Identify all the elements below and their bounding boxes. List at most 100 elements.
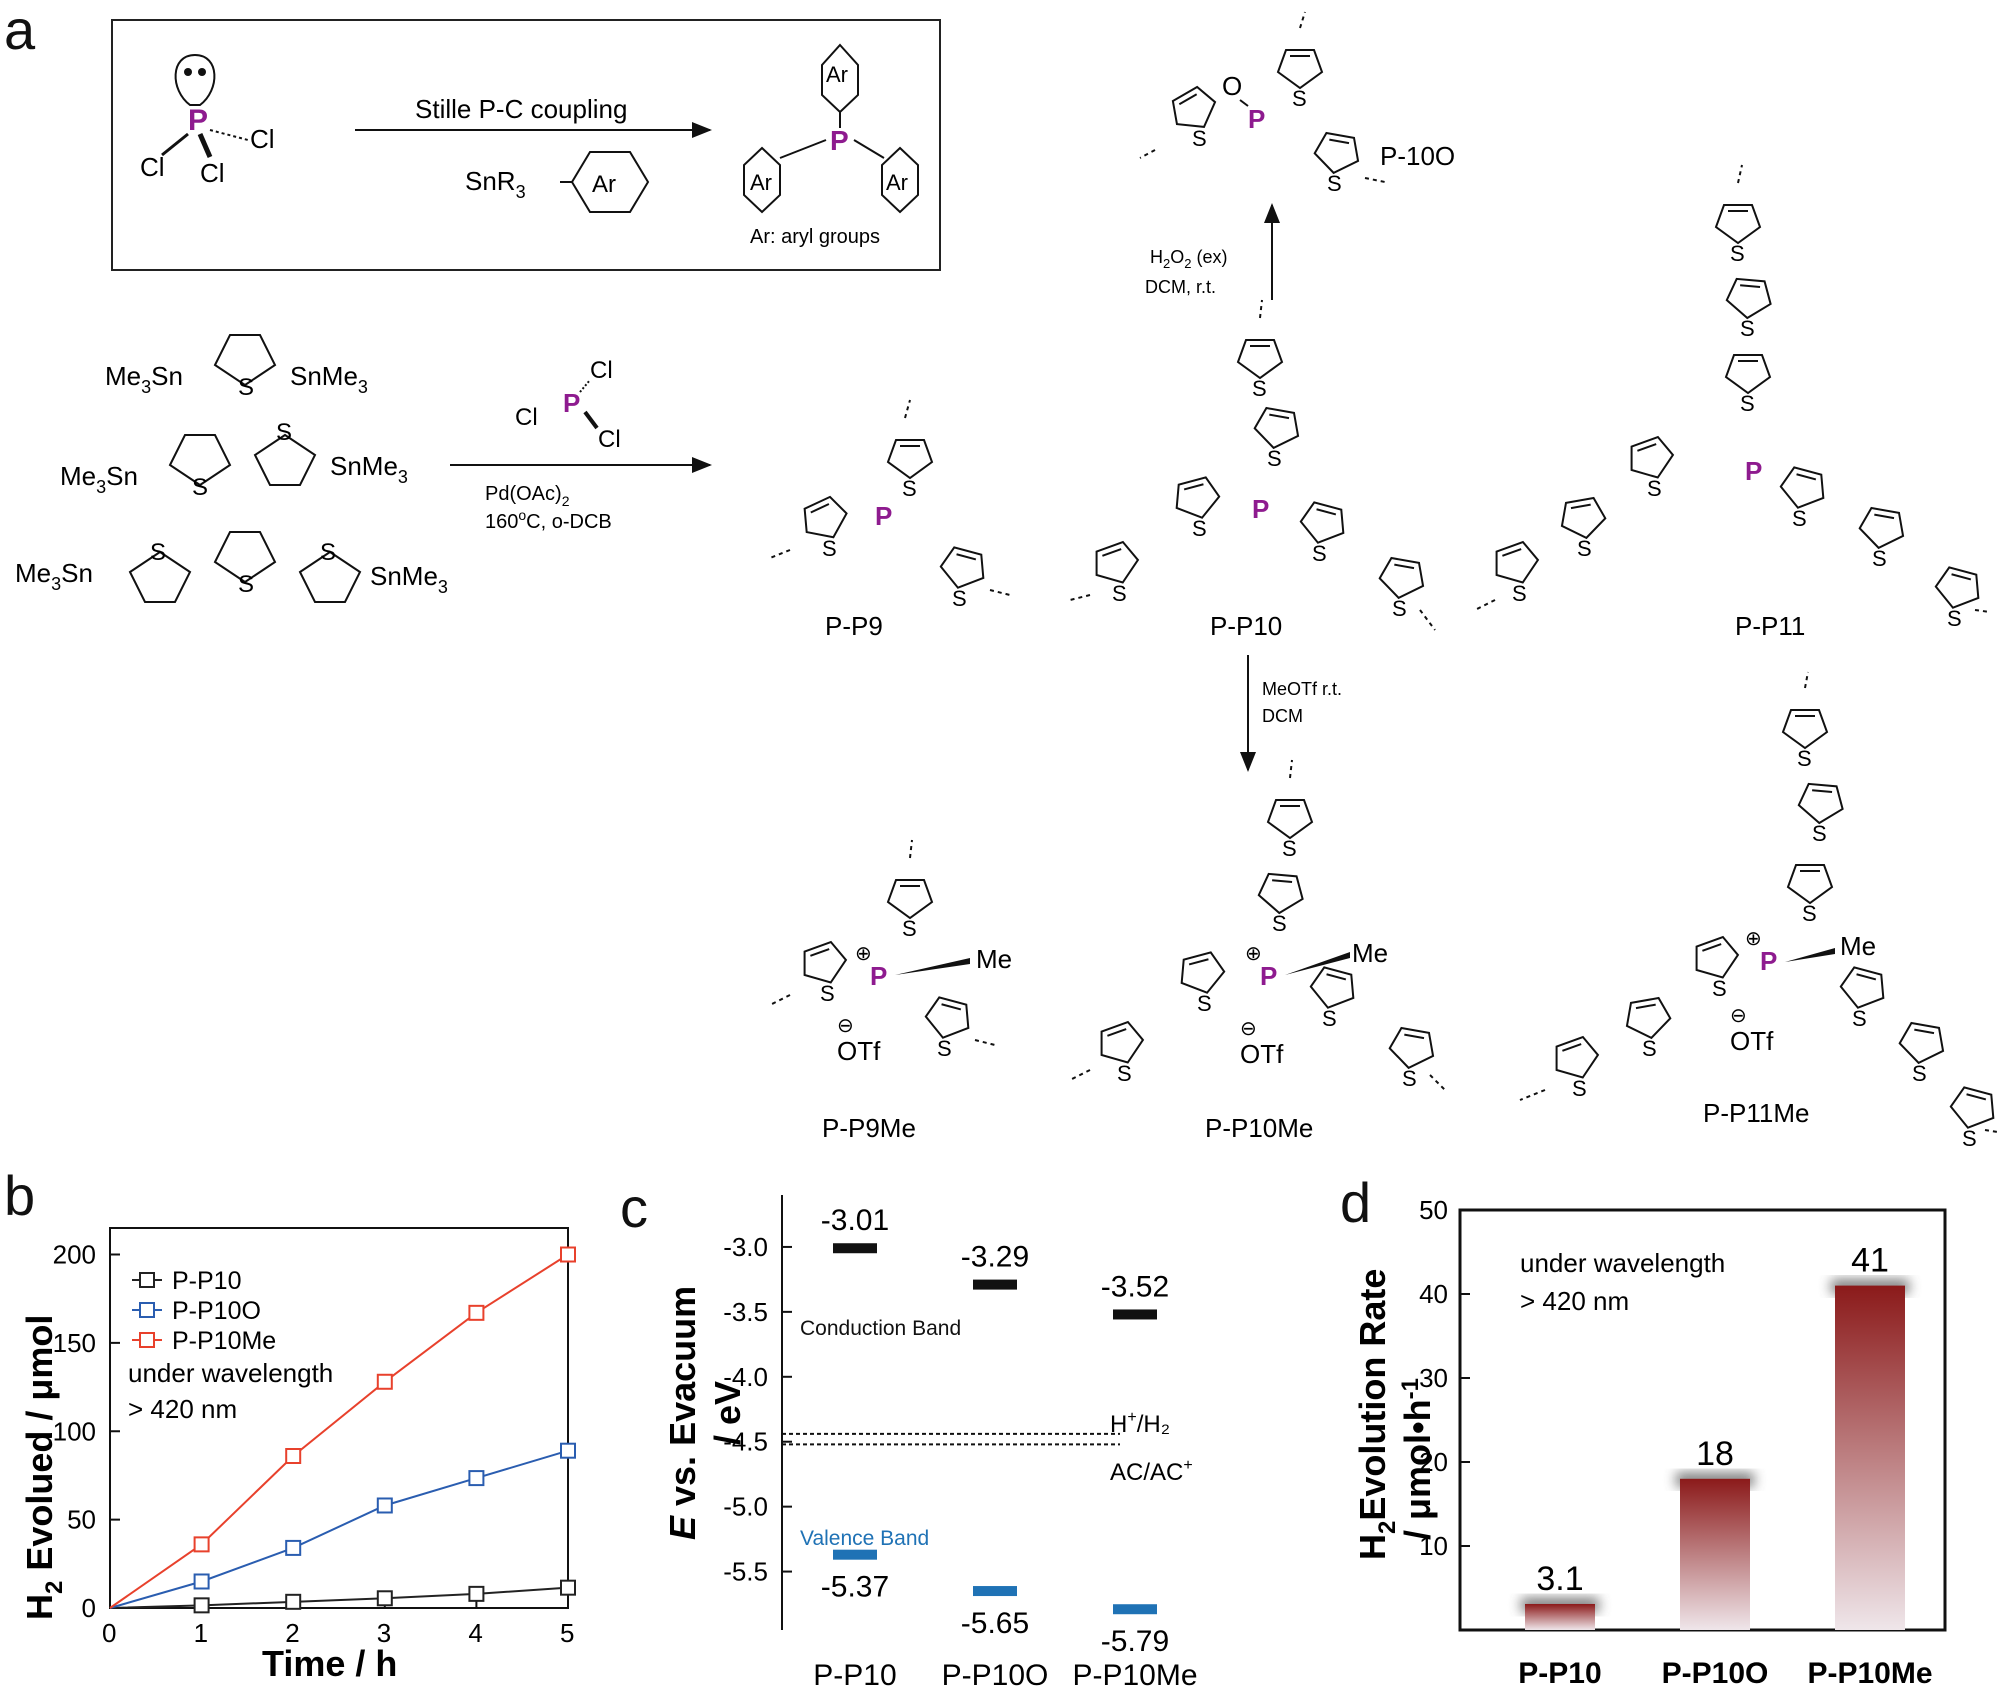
c-vb-value: -5.65 <box>961 1607 1029 1640</box>
b-xtick-label: 1 <box>194 1618 208 1648</box>
label-pp9: P-P9 <box>825 611 883 641</box>
b-point <box>560 1246 576 1263</box>
c-vb-bar <box>833 1549 877 1560</box>
bond <box>769 994 791 1006</box>
d-bar <box>1835 1285 1905 1630</box>
svg-text:Cl: Cl <box>590 357 613 384</box>
c-vb-bar <box>973 1586 1017 1597</box>
c-vb-value: -5.79 <box>1101 1625 1169 1658</box>
c-cb-bar <box>833 1243 877 1254</box>
thiophene-ring: S <box>1388 1026 1435 1091</box>
sulfur-atom-label: S <box>1252 376 1267 401</box>
d-bar-shadow <box>1676 1472 1754 1487</box>
svg-text:Ar: Ar <box>750 170 772 195</box>
thiophene-ring: S <box>1555 1035 1600 1101</box>
pp10me-anion: ⊖ <box>1240 1018 1257 1040</box>
svg-text:S: S <box>150 539 166 566</box>
c-ytick-label: -4.0 <box>723 1362 768 1392</box>
b-xtick-label: 0 <box>102 1618 116 1648</box>
c-ytick-label: -5.0 <box>723 1492 768 1522</box>
svg-text:Cl: Cl <box>598 426 621 453</box>
pp11-phosphorus: P <box>1745 456 1762 486</box>
svg-text:S: S <box>238 374 254 401</box>
c-ref-1-label: H+/H₂ <box>1110 1409 1170 1438</box>
svg-text:SnR3: SnR3 <box>465 166 526 202</box>
bond <box>1299 11 1306 29</box>
svg-text:Cl: Cl <box>515 404 538 431</box>
d-bar-value: 18 <box>1696 1435 1734 1473</box>
sulfur-atom-label: S <box>1792 506 1807 531</box>
sulfur-atom-label: S <box>952 586 967 611</box>
b-legend-marker <box>139 1332 155 1348</box>
c-cb-value: -3.29 <box>961 1241 1029 1274</box>
c-ylabel-2: / eV <box>707 1381 748 1445</box>
sulfur-atom-label: S <box>1267 446 1282 471</box>
sulfur-atom-label: S <box>1327 171 1342 196</box>
sulfur-atom-label: S <box>1282 836 1297 861</box>
sulfur-atom-label: S <box>1962 1126 1977 1151</box>
d-ytick-label: 50 <box>1419 1195 1448 1225</box>
label-pp9me: P-P9Me <box>822 1113 916 1143</box>
sulfur-atom-label: S <box>1947 606 1962 631</box>
thiophene-ring: S <box>1095 540 1140 606</box>
b-xtick-label: 3 <box>377 1618 391 1648</box>
b-xtick-label: 4 <box>468 1618 482 1648</box>
bond <box>1139 149 1156 159</box>
svg-text:Me3Sn: Me3Sn <box>60 461 138 497</box>
c-category-label: P-P10 <box>813 1659 896 1691</box>
sulfur-atom-label: S <box>1712 976 1727 1001</box>
pcl3-lone-pair-molecule: P Cl Cl Cl <box>140 53 275 188</box>
thiophene-ring: S <box>1495 540 1540 606</box>
c-category-label: P-P10Me <box>1072 1659 1197 1691</box>
b-point <box>468 1304 485 1321</box>
d-category-label: P-P10Me <box>1807 1657 1932 1690</box>
pp10me-phosphorus: P <box>1260 961 1277 991</box>
thiophene-ring: S <box>1630 435 1675 501</box>
b-ytick-label: 100 <box>53 1416 96 1446</box>
sulfur-atom-label: S <box>822 536 837 561</box>
b-ylabel: H2 Evolued / μmol <box>19 1315 68 1620</box>
sulfur-atom-label: S <box>1577 536 1592 561</box>
thiophene-ring: S <box>1797 782 1844 846</box>
d-annotation-1: under wavelength <box>1520 1248 1725 1278</box>
pp9me-phosphorus: P <box>870 961 887 991</box>
svg-text:SnMe3: SnMe3 <box>290 361 368 397</box>
thiophene-ring: S <box>1839 966 1885 1031</box>
b-legend-marker <box>139 1302 155 1318</box>
b-ytick-label: 150 <box>53 1328 96 1358</box>
pcl3-p: P <box>188 104 208 137</box>
thiophene-ring: S <box>1934 566 1980 631</box>
triaryl-phosphine <box>743 43 919 214</box>
b-point <box>468 1585 485 1602</box>
d-category-label: P-P10O <box>1662 1657 1769 1690</box>
c-vb-bar <box>1113 1604 1157 1615</box>
thiophene-ring: S <box>1781 709 1829 771</box>
b-series-line-P-P10O <box>109 1449 569 1609</box>
bond <box>1364 177 1386 183</box>
polymer-structures: SSSPOSSSPSSSSSSPSSSSSSSSSPSSSP⊕MeOTf⊖SSS… <box>769 11 1999 1151</box>
label-pp11: P-P11 <box>1735 611 1805 641</box>
sulfur-atom-label: S <box>1912 1061 1927 1086</box>
thiophene-ring: S <box>1313 131 1360 196</box>
c-ytick-label: -3.5 <box>723 1297 768 1327</box>
d-ytick-label: 20 <box>1419 1447 1448 1477</box>
sulfur-atom-label: S <box>1730 241 1745 266</box>
thiophene-ring: S <box>1560 496 1607 561</box>
c-category-label: P-P10O <box>942 1659 1049 1691</box>
thiophene-ring: S <box>1779 466 1825 531</box>
b-point <box>560 1579 576 1596</box>
thiophene-ring: S <box>1253 406 1300 471</box>
bond <box>1289 759 1293 779</box>
c-ytick-label: -3.0 <box>723 1232 768 1262</box>
c-cb-bar <box>973 1279 1017 1290</box>
label-pp10me: P-P10Me <box>1205 1113 1313 1143</box>
svg-text:S: S <box>276 419 292 446</box>
d-bar-value: 41 <box>1851 1242 1889 1280</box>
conditions-line-1: Pd(OAc)2 <box>485 483 570 509</box>
thiophene-ring: S <box>1858 506 1905 571</box>
thiophene-ring: S <box>1236 339 1284 401</box>
bond <box>1474 599 1496 611</box>
triaryl-p: P <box>830 125 849 156</box>
sulfur-atom-label: S <box>1292 86 1307 111</box>
sulfur-atom-label: S <box>1852 1006 1867 1031</box>
